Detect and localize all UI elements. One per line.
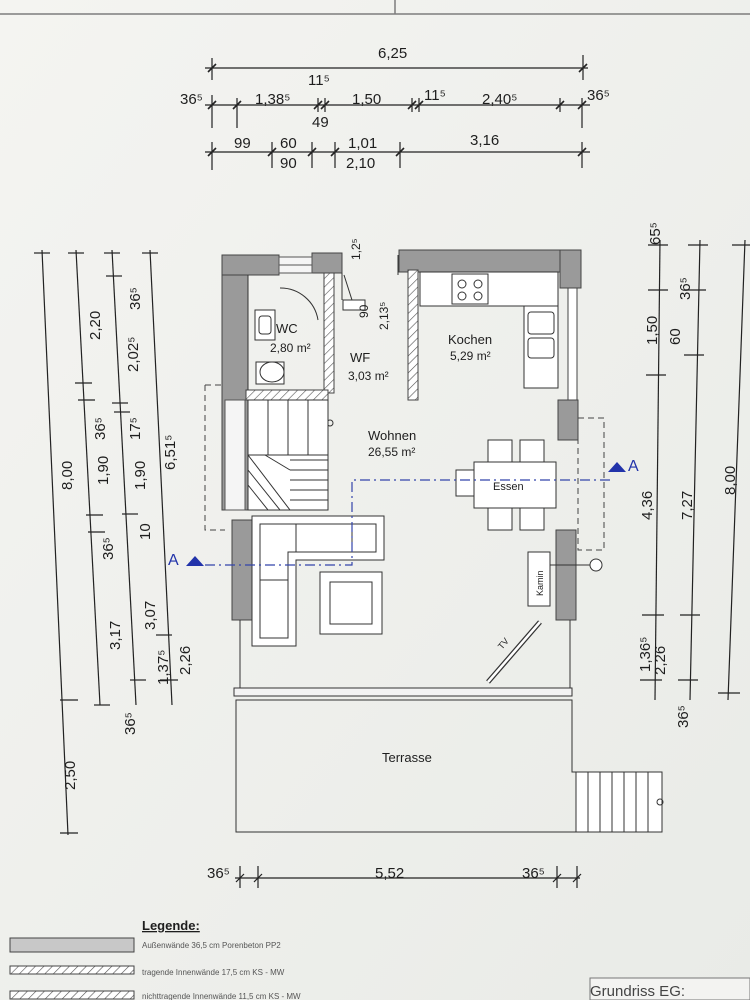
dim-left-1-90-b: 1,90 (132, 461, 149, 490)
dim-r2-3: 3,16 (470, 132, 499, 149)
room-wohnen-name: Wohnen (368, 428, 416, 443)
room-wc-name: WC (276, 321, 298, 336)
staircase (247, 399, 329, 511)
dim-r1-1: 1,38⁵ (255, 91, 290, 108)
dim-right-1-50: 1,50 (644, 316, 661, 345)
dim-left-2-20: 2,20 (87, 311, 104, 340)
dim-left-1-90-a: 1,90 (95, 456, 112, 485)
dim-right-8-00: 8,00 (722, 466, 739, 495)
dim-r2-0: 99 (234, 135, 251, 152)
dim-right-365-a: 36⁵ (677, 277, 694, 300)
dim-r1-sub: 49 (312, 114, 329, 131)
dim-bottom-left: 36⁵ (207, 865, 230, 882)
legend-item-nonbearing: nichttragende Innenwände 11,5 cm KS - MW (142, 992, 301, 1000)
legend-swatch-nonbearing (9, 990, 135, 1000)
plan-title: Grundriss EG: (590, 983, 685, 1000)
interior-walls (245, 269, 578, 401)
wf-door-marks (326, 255, 399, 427)
room-kochen-name: Kochen (448, 332, 492, 347)
dim-left-6-515: 6,51⁵ (162, 435, 179, 470)
tv (486, 620, 542, 684)
dim-door-2135: 2,13⁵ (377, 302, 391, 330)
dim-left-2-025: 2,02⁵ (125, 337, 142, 372)
legend-title: Legende: (142, 918, 200, 933)
dim-left-365-b: 36⁵ (100, 537, 117, 560)
dim-right-4-36: 4,36 (639, 491, 656, 520)
sofa (251, 515, 385, 647)
dim-left-10: 10 (137, 523, 154, 540)
dim-right-60: 60 (667, 328, 684, 345)
dim-left-365-c: 36⁵ (127, 287, 144, 310)
section-arrow-left (186, 556, 204, 566)
fireplace (527, 551, 603, 607)
dim-left-2-50: 2,50 (62, 761, 79, 790)
label-kamin: Kamin (535, 570, 545, 596)
dining-table (455, 439, 557, 531)
dim-overall-width: 6,25 (378, 45, 407, 62)
dim-right-655: 65⁵ (647, 222, 664, 245)
dim-door-90: 90 (357, 304, 371, 318)
section-arrow-right (608, 462, 626, 472)
dim-right-2-26: 2,26 (652, 646, 669, 675)
dim-left-365-a: 36⁵ (92, 417, 109, 440)
dim-r1-3: 11⁵ (424, 87, 446, 104)
section-label-right: A (628, 458, 639, 475)
section-label-left: A (168, 552, 179, 569)
dim-r1-4: 2,40⁵ (482, 91, 517, 108)
dim-left-365-d: 36⁵ (122, 712, 139, 735)
dim-r2-sub-1: 2,10 (346, 155, 375, 172)
room-wohnen-area: 26,55 m² (368, 445, 415, 459)
label-terrasse: Terrasse (382, 750, 432, 765)
dim-left-3-07: 3,07 (142, 601, 159, 630)
dim-right-1-365: 1,36⁵ (637, 637, 654, 672)
dim-left-3-17: 3,17 (107, 621, 124, 650)
dim-r1-2: 1,50 (352, 91, 381, 108)
room-kochen-area: 5,29 m² (450, 349, 491, 363)
dim-left-8-00: 8,00 (59, 461, 76, 490)
label-essen: Essen (493, 481, 524, 493)
dim-r2-sub-0: 90 (280, 155, 297, 172)
dim-r2-1: 60 (280, 135, 297, 152)
room-wf-area: 3,03 m² (348, 369, 389, 383)
section-line-a (205, 479, 610, 566)
legend: Legende: Außenwände 36,5 cm Porenbeton P… (9, 918, 301, 1000)
left-dimension-chains (34, 249, 178, 836)
windows (224, 256, 313, 511)
dim-left-2-26: 2,26 (177, 646, 194, 675)
right-dimension-chains (640, 239, 750, 701)
terrace (235, 699, 664, 833)
dim-r2-2: 1,01 (348, 135, 377, 152)
dim-door-125: 1,2⁵ (349, 238, 363, 260)
bottom-dimension-chain (235, 866, 582, 888)
dim-r1-0: 36⁵ (180, 91, 203, 108)
dim-bottom-middle: 5,52 (375, 865, 404, 882)
dim-right-7-27: 7,27 (679, 491, 696, 520)
legend-swatch-exterior (9, 937, 135, 953)
legend-swatch-bearing (9, 965, 135, 975)
coffee-table (319, 571, 383, 635)
dim-bottom-right: 36⁵ (522, 865, 545, 882)
dim-left-1-375: 1,37⁵ (155, 650, 172, 685)
legend-item-bearing: tragende Innenwände 17,5 cm KS - MW (142, 968, 285, 977)
wall-outlines (233, 273, 573, 697)
room-wf-name: WF (350, 350, 370, 365)
room-wc-area: 2,80 m² (270, 341, 311, 355)
dim-r1-5: 36⁵ (587, 87, 610, 104)
dim-left-175: 17⁵ (127, 417, 144, 440)
kitchen-fixtures (419, 271, 559, 389)
legend-item-exterior: Außenwände 36,5 cm Porenbeton PP2 (142, 941, 281, 950)
dim-wall-top: 11⁵ (308, 72, 330, 89)
wc-fixtures (254, 287, 319, 385)
dim-right-365-b: 36⁵ (675, 705, 692, 728)
